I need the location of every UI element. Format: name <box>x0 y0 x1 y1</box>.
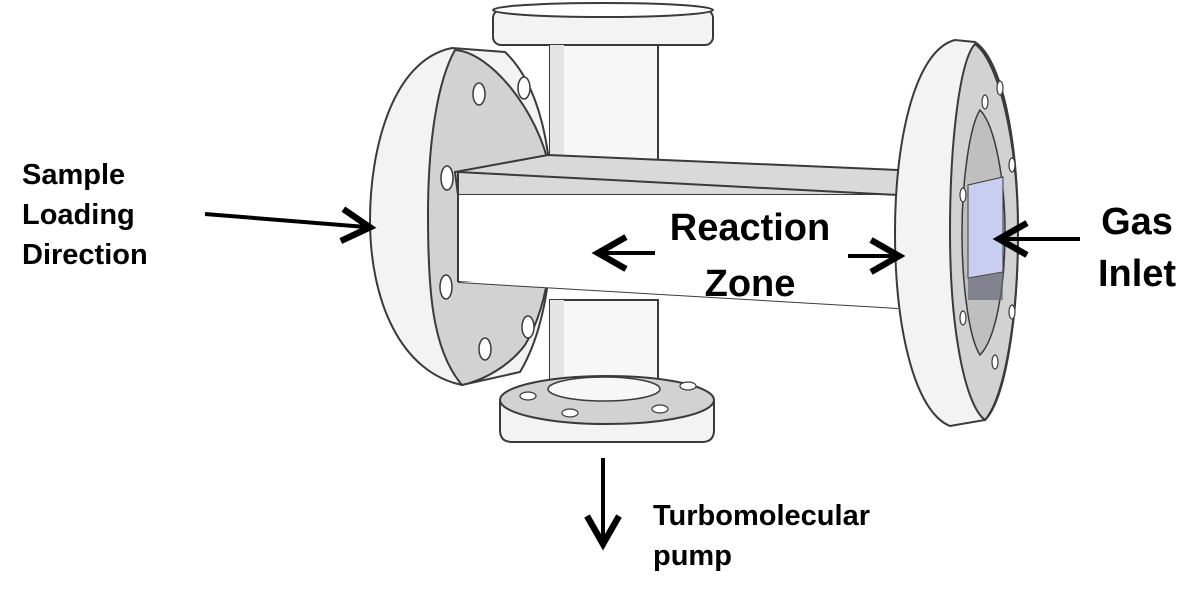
viewport-window <box>967 176 1004 279</box>
gas-inlet-line-1: Gas <box>1101 201 1173 243</box>
right-flange <box>893 38 1020 428</box>
sample-loading-line-1: Sample <box>22 159 126 191</box>
top-flange <box>492 2 714 46</box>
turbomolecular-pump-line-1: Turbomolecular <box>653 500 870 532</box>
upper-tube <box>549 44 659 171</box>
sample-loading-line-2: Loading <box>22 199 135 231</box>
sample-loading-line-3: Direction <box>22 239 148 271</box>
reaction-zone-line-2: Zone <box>704 263 796 305</box>
sample-loading-arrow <box>204 206 377 244</box>
gas-inlet-line-2: Inlet <box>1097 253 1177 295</box>
reaction-zone-line-1: Reaction <box>669 207 831 249</box>
reaction-channel <box>453 153 899 309</box>
turbomolecular-pump-line-2: pump <box>653 540 732 572</box>
sample-loading-label: Sample Loading Direction <box>22 155 148 275</box>
turbomolecular-pump-label: Turbomolecular pump <box>653 496 870 576</box>
bottom-flange <box>499 375 715 443</box>
reaction-zone-label: Reaction Zone <box>655 200 845 312</box>
gas-inlet-label: Gas Inlet <box>1082 196 1192 300</box>
